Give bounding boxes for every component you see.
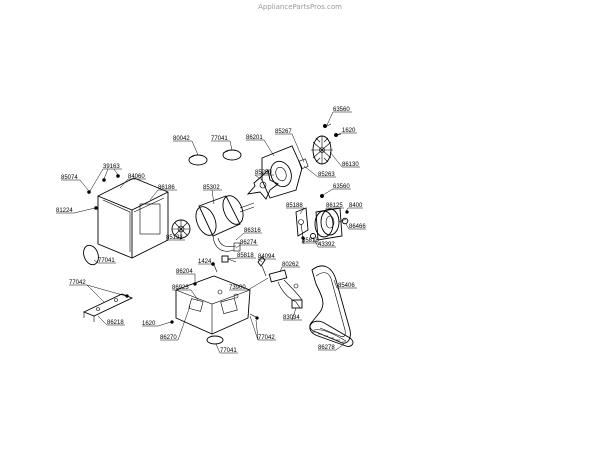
idler-bracket[interactable] (295, 207, 309, 245)
drive-belt-small[interactable] (309, 320, 354, 347)
screws-left[interactable] (87, 174, 120, 210)
clamp-ring-right[interactable] (222, 149, 242, 161)
label-63560-mid[interactable]: 63560 (333, 184, 350, 190)
label-85074[interactable]: 85074 (61, 175, 78, 181)
drive-belt[interactable] (309, 265, 351, 344)
label-81224[interactable]: 81224 (56, 208, 73, 214)
fan-blade-left[interactable] (171, 219, 191, 239)
label-8400[interactable]: 8400 (349, 203, 363, 209)
label-77041-top[interactable]: 77041 (211, 136, 228, 142)
blower-fan[interactable] (311, 135, 333, 165)
label-77041-left[interactable]: 77041 (98, 258, 115, 264)
thermostat-assembly[interactable] (268, 269, 303, 309)
label-84060[interactable]: 84060 (128, 174, 145, 180)
label-85302[interactable]: 85302 (203, 185, 220, 191)
label-43392[interactable]: 43392 (318, 242, 335, 248)
label-1424[interactable]: 1424 (198, 259, 212, 265)
label-73900[interactable]: 73900 (229, 285, 246, 291)
label-86186[interactable]: 86186 (158, 185, 175, 191)
label-80262[interactable]: 80262 (282, 262, 299, 268)
leader-lines (56, 111, 366, 354)
base-screws[interactable] (170, 282, 259, 324)
label-86130[interactable]: 86130 (342, 162, 359, 168)
screws-top[interactable] (322, 123, 342, 138)
drive-motor[interactable] (192, 193, 255, 252)
label-86201[interactable]: 86201 (246, 135, 263, 141)
label-77042-left[interactable]: 77042 (69, 280, 86, 286)
label-86218[interactable]: 86218 (107, 320, 124, 326)
label-85818[interactable]: 85818 (237, 253, 254, 259)
label-35818[interactable]: 35818 (302, 238, 319, 244)
thermostat-clip[interactable] (257, 256, 267, 277)
label-86923[interactable]: 86923 (172, 285, 189, 291)
clamp-ring-bottom[interactable] (206, 335, 224, 345)
label-77042-bottom[interactable]: 77042 (258, 335, 275, 341)
clamp-ring-left[interactable] (188, 154, 208, 166)
label-1620-top[interactable]: 1620 (342, 128, 356, 134)
label-86270[interactable]: 86270 (160, 335, 177, 341)
label-85132[interactable]: 85132 (166, 235, 183, 241)
label-63560-top[interactable]: 63560 (333, 107, 350, 113)
label-83034[interactable]: 83034 (283, 315, 300, 321)
label-85188[interactable]: 85188 (286, 203, 303, 209)
label-85406[interactable]: 85406 (338, 283, 355, 289)
label-77041-bottom[interactable]: 77041 (220, 348, 237, 354)
idler-hardware[interactable] (301, 193, 349, 240)
label-86204[interactable]: 86204 (176, 269, 193, 275)
part-labels: 63560 1620 80042 77041 86201 85267 86130… (56, 107, 366, 354)
label-1620-bottom[interactable]: 1620 (142, 321, 156, 327)
gasket-oval[interactable] (81, 243, 101, 267)
idler-pulley[interactable] (314, 207, 347, 241)
label-85250[interactable]: 85250 (255, 170, 272, 176)
label-86278[interactable]: 86278 (318, 345, 335, 351)
label-86274[interactable]: 86274 (240, 240, 257, 246)
label-85267[interactable]: 85267 (275, 129, 292, 135)
mounting-bracket[interactable] (82, 293, 134, 322)
label-84094[interactable]: 84094 (258, 254, 275, 260)
label-85263[interactable]: 85263 (318, 172, 335, 178)
motor-base-plate[interactable] (175, 275, 251, 335)
label-39163[interactable]: 39163 (103, 164, 120, 170)
label-80042[interactable]: 80042 (173, 136, 190, 142)
label-86466[interactable]: 86466 (349, 224, 366, 230)
label-86125[interactable]: 86125 (326, 203, 343, 209)
label-86316[interactable]: 86316 (244, 228, 261, 234)
watermark: AppliancePartsPros.com (258, 3, 342, 11)
